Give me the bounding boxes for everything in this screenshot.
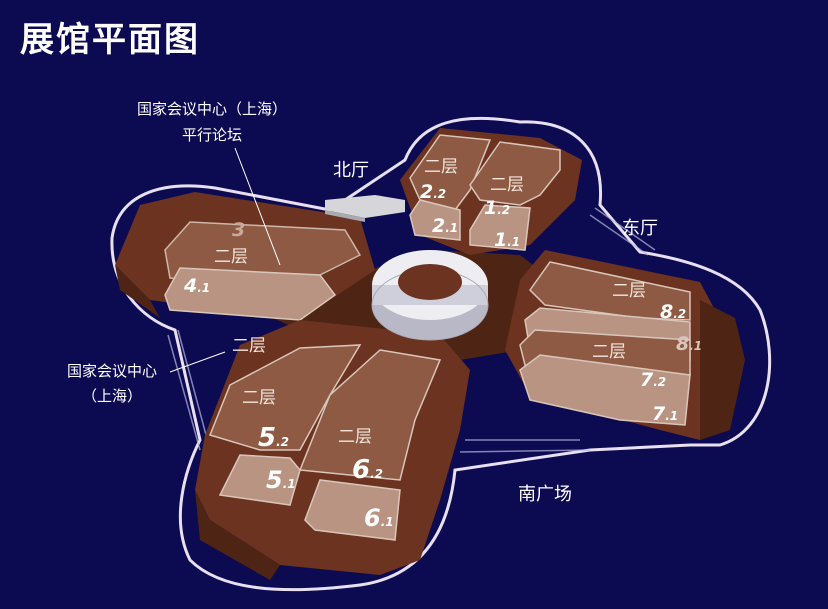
hall-3-label: 3 — [232, 219, 245, 241]
hall-7-1-label: 7.1 — [652, 403, 678, 425]
building-east — [505, 250, 745, 440]
center-callout-line1: 国家会议中心 — [67, 362, 157, 380]
forum-callout-leader — [234, 147, 281, 266]
hall-5-1-label: 5.1 — [266, 466, 296, 494]
hall-1-2-label: 1.2 — [484, 197, 510, 219]
hall-4-1-label: 4.1 — [183, 275, 210, 297]
floor-label-center: 二层 — [232, 336, 266, 356]
hall-6-2-label: 6.2 — [352, 455, 383, 485]
hall-2-2-label: 2.2 — [420, 181, 446, 203]
floor-label-hall-1: 二层 — [490, 175, 524, 195]
forum-callout-line2: 平行论坛 — [182, 126, 242, 144]
guide-lines — [167, 207, 656, 453]
floor-label-hall-2: 二层 — [424, 157, 458, 177]
central-ring — [371, 250, 489, 341]
hall-1-1-label: 1.1 — [494, 229, 520, 251]
north-hall-label: 北厅 — [333, 160, 369, 181]
south-plaza-label: 南广场 — [518, 484, 572, 505]
site-boundary — [110, 116, 772, 592]
floor-label-hall-6: 二层 — [338, 427, 372, 447]
floor-label-hall-8: 二层 — [612, 281, 646, 301]
hall-8-1-label: 8.1 — [676, 333, 702, 355]
forum-callout-line1: 国家会议中心（上海） — [137, 100, 287, 118]
center-callout-leader — [169, 351, 226, 373]
center-callout-line2: （上海） — [82, 387, 142, 405]
floor-label-hall-5: 二层 — [242, 388, 276, 408]
hall-6-1-label: 6.1 — [364, 504, 394, 532]
east-hall-label: 东厅 — [622, 218, 658, 239]
building-south — [195, 320, 470, 580]
hall-5-2-label: 5.2 — [258, 423, 289, 453]
floor-label-hall-4: 二层 — [214, 247, 248, 267]
page-title: 展馆平面图 — [20, 20, 200, 60]
building-northeast — [400, 128, 582, 255]
hall-8-2-label: 8.2 — [660, 301, 686, 323]
floor-label-hall-7: 二层 — [592, 342, 626, 362]
north-hall-block — [325, 195, 405, 222]
hall-7-2-label: 7.2 — [640, 369, 666, 391]
building-northwest — [115, 192, 375, 321]
hall-2-1-label: 2.1 — [432, 215, 458, 237]
